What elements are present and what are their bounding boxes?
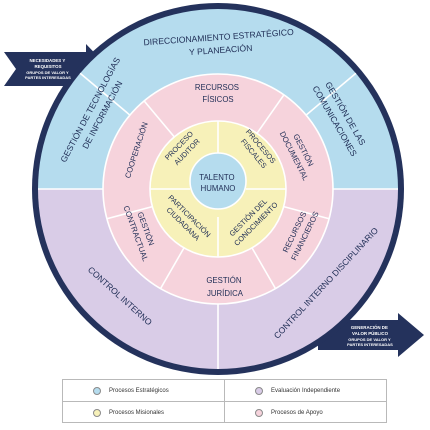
- middle-spoke-4: [159, 247, 185, 289]
- label-recursos-fisicos-1: RECURSOS: [195, 83, 239, 92]
- legend-label-misionales: Procesos Misionales: [109, 409, 165, 416]
- middle-spoke-3: [251, 247, 277, 289]
- legend-dot-misionales: [93, 408, 101, 417]
- legend-label-estrategicos: Procesos Estratégicos: [109, 387, 169, 394]
- legend-divider-h: [63, 401, 386, 402]
- output-arrow-line4: PARTES INTERESADAS: [347, 342, 393, 347]
- label-gestion-juridica-1: GESTIÓN: [206, 276, 241, 285]
- input-arrow-line3: GRUPOS DE VALOR Y: [26, 70, 69, 75]
- legend-dot-estrategicos: [93, 386, 101, 395]
- legend-item-misionales: Procesos Misionales: [63, 402, 224, 423]
- outer-spoke-right: [305, 72, 357, 116]
- legend-dot-evaluacion: [255, 386, 263, 395]
- middle-spoke-2: [283, 205, 330, 220]
- outer-spoke-left: [79, 72, 131, 116]
- middle-dividers: [106, 94, 330, 289]
- legend-item-evaluacion: Evaluación Independiente: [225, 380, 386, 401]
- output-arrow-line3: GRUPOS DE VALOR Y: [348, 337, 391, 342]
- input-arrow-line2: REQUISITOS: [35, 64, 62, 69]
- label-talento-2: HUMANO: [201, 184, 236, 193]
- svg-text:RECURSOS FÍSICOS: RECURSOS FÍSICOS: [195, 83, 241, 104]
- svg-text:GESTIÓN JURÍDICA: GESTIÓN JURÍDICA: [206, 276, 243, 298]
- svg-text:GENERACIÓN DE VALOR PÚBLIC: GENERACIÓN DE VALOR PÚBLICO: [351, 325, 389, 336]
- middle-spoke-0: [143, 100, 175, 138]
- center-talento-humano: [189, 152, 247, 210]
- input-arrow-line1: NECESIDADES Y: [30, 58, 66, 63]
- svg-text:TALENTO HUMANO: TALENTO HUMANO: [199, 173, 236, 193]
- legend-label-evaluacion: Evaluación Independiente: [271, 387, 341, 394]
- svg-text:GRUPOS DE VALOR Y PARTES I: GRUPOS DE VALOR Y PARTES INTERESADAS: [25, 70, 71, 80]
- label-gestion-juridica-2: JURÍDICA: [207, 289, 244, 298]
- legend-dot-apoyo: [255, 408, 263, 417]
- label-talento-1: TALENTO: [199, 173, 234, 182]
- svg-text:GRUPOS DE VALOR Y PARTES I: GRUPOS DE VALOR Y PARTES INTERESADAS: [347, 337, 393, 347]
- legend: Procesos Estratégicos Evaluación Indepen…: [62, 379, 387, 423]
- legend-item-estrategicos: Procesos Estratégicos: [63, 380, 224, 401]
- output-arrow-line1: GENERACIÓN DE: [351, 325, 388, 330]
- output-arrow-line2: VALOR PÚBLICO: [352, 331, 389, 336]
- legend-label-apoyo: Procesos de Apoyo: [271, 409, 323, 416]
- legend-item-apoyo: Procesos de Apoyo: [225, 402, 386, 423]
- input-arrow-line4: PARTES INTERESADAS: [25, 75, 71, 80]
- label-recursos-fisicos-2: FÍSICOS: [202, 95, 233, 104]
- label-direccionamiento-2: Y PLANEACIÓN: [189, 43, 253, 57]
- svg-text:NECESIDADES Y REQUISITOS: NECESIDADES Y REQUISITOS: [30, 58, 67, 69]
- middle-spoke-1: [256, 94, 285, 134]
- middle-spoke-5: [106, 205, 153, 220]
